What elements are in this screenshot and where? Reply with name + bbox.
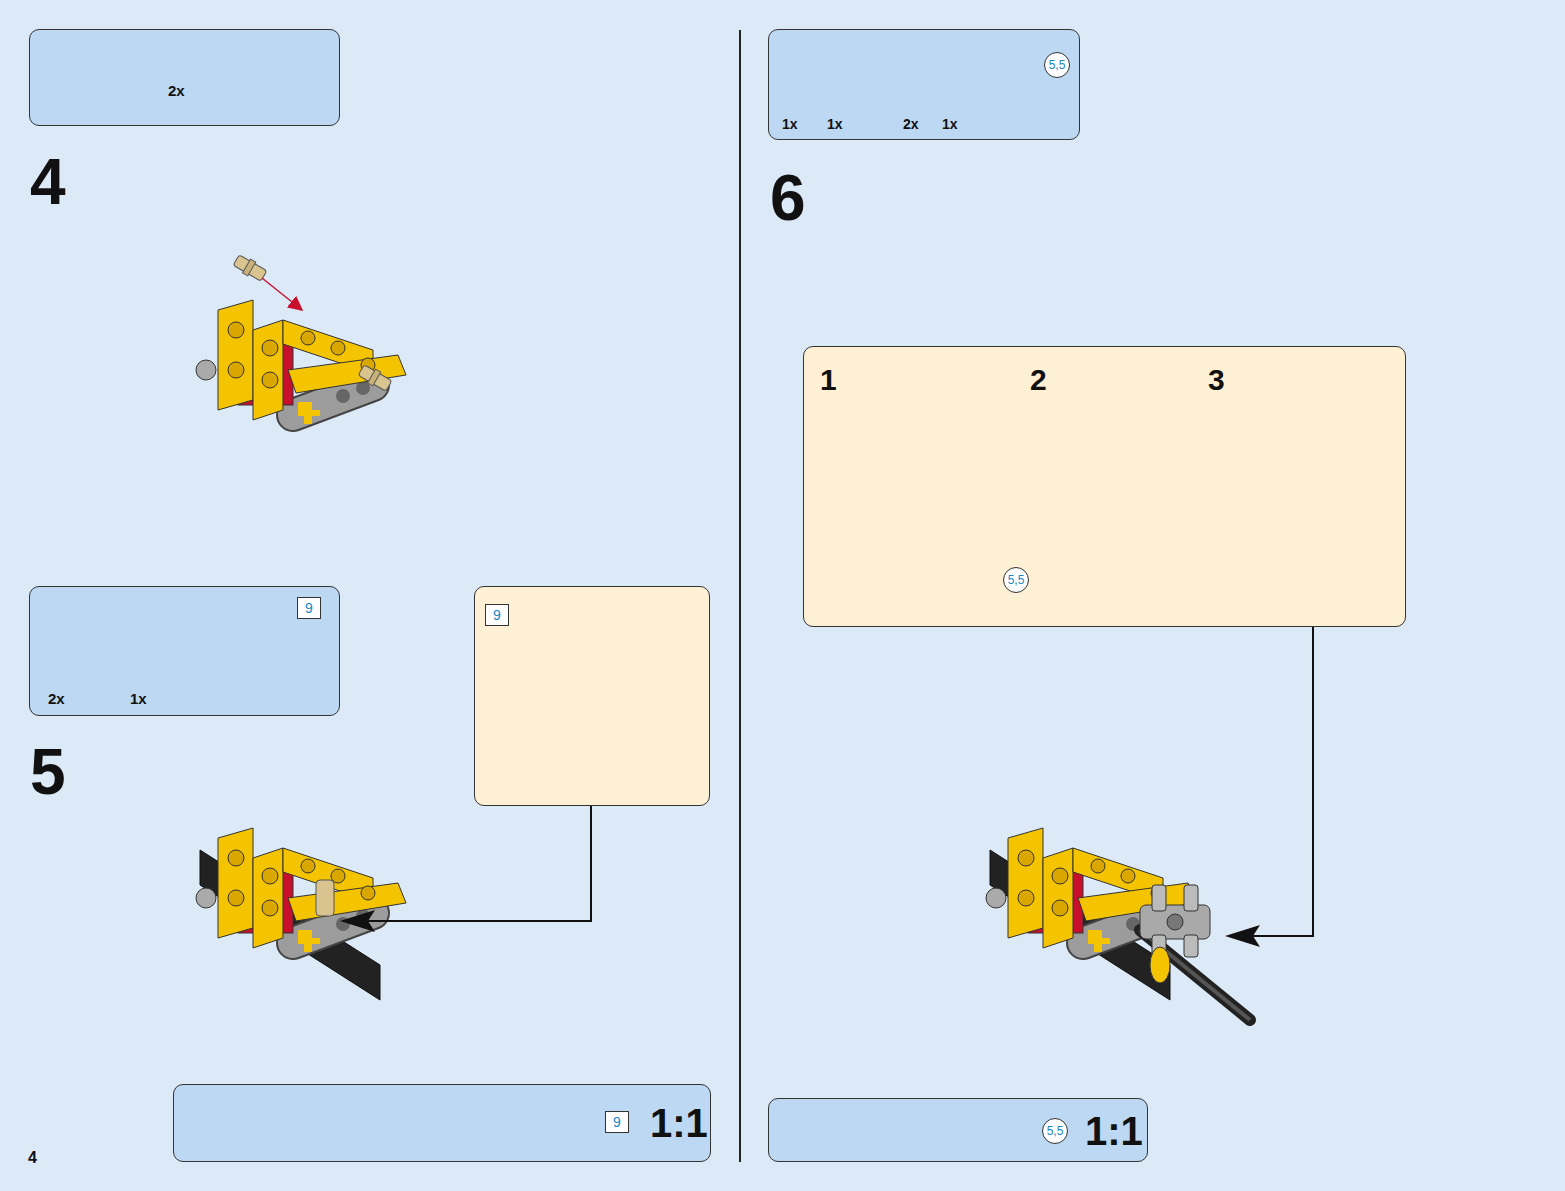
subassembly-box: 5,5 1 2 3 [803,346,1406,627]
length-callout: 5,5 [1044,52,1070,78]
parts-box: 5,5 1x 1x 2x 1x [768,29,1080,140]
part-count: 1:1 [1085,1111,1143,1151]
page-number: 4 [28,1150,37,1166]
subassembly-box: 9 [474,586,710,806]
substep-number: 3 [1208,365,1225,395]
parts-box: 2x [29,29,340,126]
parts-box: 9 2x 1x [29,586,340,716]
callout-number: 5,5 [1008,574,1025,586]
callout-number: 5,5 [1047,1125,1064,1137]
part-count: 1x [827,117,843,131]
part-count: 1x [782,117,798,131]
length-callout: 9 [485,604,509,626]
length-callout: 9 [605,1111,629,1133]
length-callout: 9 [297,597,321,619]
part-count: 1x [942,117,958,131]
step-number: 6 [770,166,806,230]
length-callout: 5,5 [1042,1118,1068,1144]
part-count: 1:1 [650,1103,708,1143]
part-count: 2x [903,117,919,131]
length-callout: 5,5 [1003,567,1029,593]
part-count: 2x [48,691,65,706]
scale-ruler-box: 5,5 1:1 [768,1098,1148,1162]
callout-number: 9 [613,1115,621,1129]
step-number: 4 [30,150,66,214]
substep-number: 2 [1030,365,1047,395]
scale-ruler-box: 9 1:1 [173,1084,711,1162]
substep-number: 1 [820,365,837,395]
part-count: 1x [130,691,147,706]
callout-number: 5,5 [1049,59,1066,71]
callout-number: 9 [305,601,313,615]
step-number: 5 [30,740,66,804]
callout-number: 9 [493,608,501,622]
part-count: 2x [168,83,185,98]
